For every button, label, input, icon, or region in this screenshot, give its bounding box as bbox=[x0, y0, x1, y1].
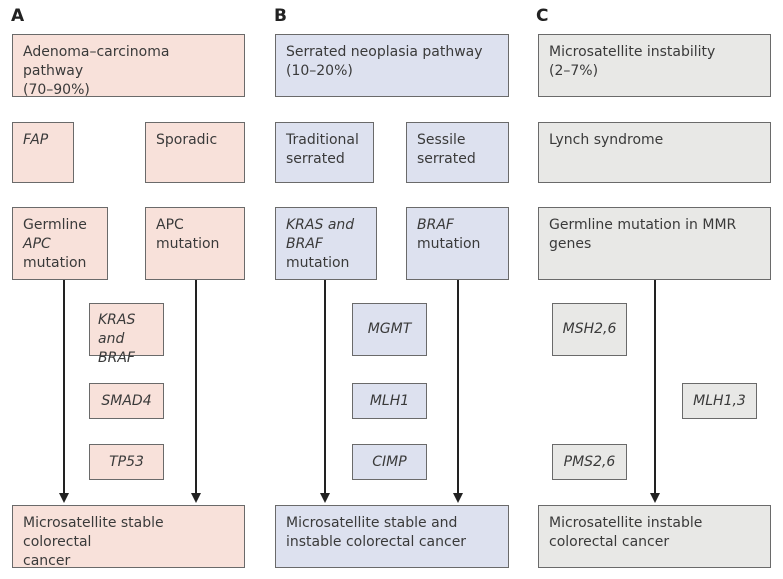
smad4-label: SMAD4 bbox=[101, 392, 152, 409]
braf-label: BRAF bbox=[286, 236, 323, 252]
sporadic-label: Sporadic bbox=[156, 132, 218, 148]
mutation-label: mutation bbox=[286, 255, 350, 271]
result-line-2: colorectal cancer bbox=[549, 534, 670, 550]
microsatellite-instability-box: Microsatellite instability (2–7%) bbox=[538, 34, 771, 97]
serrated-neoplasia-pathway-box: Serrated neoplasia pathway (10–20%) bbox=[275, 34, 509, 97]
sporadic-box: Sporadic bbox=[145, 122, 245, 183]
result-box-b: Microsatellite stable and instable color… bbox=[275, 505, 509, 568]
kras-braf-gene-box: KRAS and BRAF bbox=[89, 303, 164, 366]
apc-mutation-box: APC mutation bbox=[145, 207, 245, 280]
traditional-label: Traditional bbox=[286, 132, 359, 148]
arrowhead bbox=[191, 493, 201, 503]
kras-and-label: KRAS and bbox=[98, 312, 136, 347]
result-line-1: Microsatellite stable and bbox=[286, 515, 458, 531]
arrowhead bbox=[59, 493, 69, 503]
mgmt-label: MGMT bbox=[367, 321, 412, 337]
adenoma-carcinoma-pathway-box: Adenoma–carcinoma pathway (70–90%) bbox=[12, 34, 245, 98]
arrowhead bbox=[453, 493, 463, 503]
mutation-label: mutation bbox=[23, 255, 87, 271]
pathway-percentage: (10–20%) bbox=[286, 63, 353, 79]
msh2-6-gene-box: MSH2,6 bbox=[552, 303, 627, 356]
traditional-serrated-box: Traditional serrated bbox=[275, 122, 374, 183]
braf-label: BRAF bbox=[417, 217, 454, 233]
pathway-percentage: (2–7%) bbox=[549, 63, 599, 79]
germline-mmr-mutation-box: Germline mutation in MMR genes bbox=[538, 207, 771, 280]
germline-label: Germline bbox=[23, 217, 87, 233]
arrowhead bbox=[650, 493, 660, 503]
msh2-6-label: MSH2,6 bbox=[562, 321, 617, 337]
tp53-label: TP53 bbox=[109, 453, 144, 470]
panel-letter-c: C bbox=[536, 6, 549, 26]
arrow-line bbox=[63, 280, 65, 494]
kras-braf-mutation-box: KRAS and BRAF mutation bbox=[275, 207, 377, 280]
arrow-line bbox=[324, 280, 326, 494]
result-box-a: Microsatellite stable colorectal cancer bbox=[12, 505, 245, 569]
mlh1-3-label: MLH1,3 bbox=[693, 392, 746, 409]
mutation-label: mutation bbox=[156, 236, 220, 252]
panel-letter-b: B bbox=[274, 6, 287, 26]
mlh1-label: MLH1 bbox=[369, 392, 410, 409]
fap-label: FAP bbox=[23, 132, 49, 148]
fap-box: FAP bbox=[12, 122, 74, 183]
apc-label: APC bbox=[156, 217, 184, 233]
mutation-line-1: Germline mutation in MMR bbox=[549, 217, 737, 233]
arrow-line bbox=[457, 280, 459, 494]
arrowhead bbox=[320, 493, 330, 503]
pathway-title: Microsatellite instability bbox=[549, 44, 716, 60]
result-box-c: Microsatellite instable colorectal cance… bbox=[538, 505, 771, 568]
kras-and-label: KRAS and bbox=[286, 217, 355, 233]
cimp-label: CIMP bbox=[372, 453, 407, 470]
sessile-serrated-box: Sessile serrated bbox=[406, 122, 509, 183]
smad4-gene-box: SMAD4 bbox=[89, 383, 164, 419]
pms2-6-label: PMS2,6 bbox=[563, 453, 616, 470]
result-line-2: cancer bbox=[23, 553, 71, 569]
pathway-title: Adenoma–carcinoma pathway bbox=[23, 44, 170, 79]
result-line-1: Microsatellite stable colorectal bbox=[23, 515, 164, 550]
tp53-gene-box: TP53 bbox=[89, 444, 164, 480]
mutation-label: mutation bbox=[417, 236, 481, 252]
serrated-label: serrated bbox=[286, 151, 345, 167]
apc-label: APC bbox=[23, 236, 51, 252]
sessile-label: Sessile bbox=[417, 132, 466, 148]
result-line-1: Microsatellite instable bbox=[549, 515, 703, 531]
germline-apc-mutation-box: Germline APC mutation bbox=[12, 207, 108, 280]
lynch-syndrome-label: Lynch syndrome bbox=[549, 132, 664, 148]
mutation-line-2: genes bbox=[549, 236, 592, 252]
mlh1-3-gene-box: MLH1,3 bbox=[682, 383, 757, 419]
braf-mutation-box: BRAF mutation bbox=[406, 207, 509, 280]
arrow-line bbox=[195, 280, 197, 494]
mlh1-gene-box: MLH1 bbox=[352, 383, 427, 419]
pathway-title: Serrated neoplasia pathway bbox=[286, 44, 483, 60]
pms2-6-gene-box: PMS2,6 bbox=[552, 444, 627, 480]
arrow-line bbox=[654, 280, 656, 494]
panel-letter-a: A bbox=[11, 6, 25, 26]
pathway-percentage: (70–90%) bbox=[23, 82, 90, 98]
result-line-2: instable colorectal cancer bbox=[286, 534, 467, 550]
serrated-label: serrated bbox=[417, 151, 476, 167]
cimp-gene-box: CIMP bbox=[352, 444, 427, 480]
braf-label: BRAF bbox=[98, 350, 135, 366]
lynch-syndrome-box: Lynch syndrome bbox=[538, 122, 771, 183]
mgmt-gene-box: MGMT bbox=[352, 303, 427, 356]
